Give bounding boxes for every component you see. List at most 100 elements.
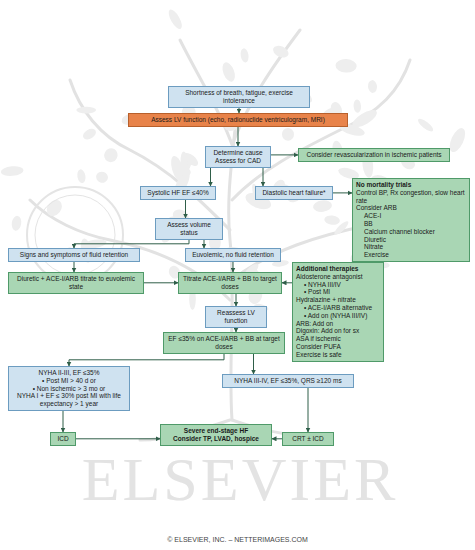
- tree-leaf: [335, 59, 357, 73]
- flow-arrow: [74, 240, 189, 248]
- flow-arrow: [63, 411, 64, 432]
- therapy-box: CRT ± ICD: [282, 432, 334, 446]
- flow-arrow: [263, 168, 264, 186]
- process-box: Assess volume status: [155, 218, 223, 240]
- criteria-box: NYHA II-III, EF ≤35%• Post MI > 40 d or•…: [8, 366, 130, 411]
- box-text: • Non ischemic > 3 mo or: [12, 385, 126, 393]
- box-text: NYHA III-IV, EF ≤35%, QRS ≥120 ms: [226, 377, 350, 385]
- process-box: Diastolic heart failure*: [255, 186, 333, 200]
- box-text: EF ≤35% on ACE-I/ARB + BB at target dose…: [167, 335, 281, 351]
- box-text: Systolic HF EF ≤40%: [144, 189, 212, 197]
- flow-arrow: [238, 127, 239, 146]
- tree-leaf: [312, 199, 332, 213]
- box-heading: Additional therapies: [296, 265, 380, 273]
- box-text: Assess volume status: [159, 221, 219, 237]
- tree-leaf: [367, 80, 377, 94]
- box-text: Calcium channel blocker: [356, 228, 466, 236]
- box-text: Assess LV function (echo, radionuclide v…: [132, 116, 344, 124]
- flow-arrow: [233, 262, 234, 272]
- tree-leaf: [166, 8, 184, 31]
- box-text: • Add on (NYHA III/IV): [296, 312, 380, 320]
- box-text: Nitrate: [356, 243, 466, 251]
- tree-leaf: [95, 170, 110, 184]
- box-text: ARB: Add on: [296, 320, 380, 328]
- therapy-box: EF ≤35% on ACE-I/ARB + BB at target dose…: [163, 332, 285, 354]
- box-text: Consider ARB: [356, 204, 466, 212]
- therapy-box: Consider revascularization in ischemic p…: [298, 148, 450, 162]
- stamp-seal: [27, 187, 123, 283]
- process-box: Determine cause Assess for CAD: [205, 146, 271, 168]
- box-text: NYHA II-III, EF ≤35%: [12, 369, 126, 377]
- stamp-seal: [35, 195, 115, 275]
- therapy-box: Additional therapiesAldosterone antagoni…: [292, 262, 384, 362]
- tree-leaf: [0, 165, 24, 177]
- flow-arrow: [74, 262, 75, 272]
- box-heading: No mortality trials: [356, 181, 466, 189]
- flow-arrow: [272, 438, 282, 439]
- process-box: Signs and symptoms of fluid retention: [8, 248, 140, 262]
- box-text: • NYHA III/IV: [296, 281, 380, 289]
- flow-arrow: [185, 200, 186, 218]
- box-text: Exercise is safe: [296, 351, 380, 359]
- tree-leaf: [180, 151, 188, 171]
- flow-arrow: [253, 354, 254, 374]
- flow-arrow: [271, 154, 298, 155]
- watermark: ELSEVIER: [40, 448, 440, 510]
- therapy-box: No mortality trialsControl BP, Rx conges…: [352, 178, 470, 262]
- tree-leaf: [240, 48, 250, 63]
- box-text: Diuretic + ACE-I/ARB titrate to euvolemi…: [12, 275, 140, 291]
- box-text: BB: [356, 220, 466, 228]
- flow-arrow: [282, 282, 292, 283]
- flow-arrow: [308, 388, 309, 432]
- tree-leaf: [102, 146, 120, 165]
- process-box: Euvolemic, no fluid retention: [185, 248, 281, 262]
- box-text: ICD: [54, 435, 72, 443]
- tree-leaf: [220, 61, 237, 84]
- flow-arrow: [204, 240, 205, 248]
- therapy-box: Titrate ACE-I/ARB + BB to target doses: [178, 272, 282, 294]
- box-text: Diastolic heart failure*: [259, 189, 329, 197]
- box-text: Severe end-stage HF: [164, 427, 268, 435]
- tree-leaf: [11, 215, 23, 231]
- box-text: Diuretic: [356, 236, 466, 244]
- box-text: Consider PUFA: [296, 343, 380, 351]
- box-text: Consider revascularization in ischemic p…: [302, 151, 446, 159]
- flow-arrow: [76, 438, 160, 439]
- flow-arrow: [333, 192, 352, 193]
- tree-leaf: [353, 99, 361, 113]
- box-text: NYHA I + EF ≤ 30% post MI with life expe…: [12, 392, 126, 408]
- box-text: Aldosterone antagonist: [296, 273, 380, 281]
- tree-leaf: [76, 107, 96, 114]
- symptom-box: Shortness of breath, fatigue, exercise i…: [168, 86, 310, 108]
- box-text: Determine cause Assess for CAD: [209, 149, 267, 165]
- box-text: Signs and symptoms of fluid retention: [12, 251, 136, 259]
- flow-arrow: [210, 168, 211, 186]
- flow-arrow: [144, 282, 178, 283]
- therapy-box: Diuretic + ACE-I/ARB titrate to euvolemi…: [8, 272, 144, 294]
- box-text: Shortness of breath, fatigue, exercise i…: [172, 89, 306, 105]
- box-text: ASA if ischemic: [296, 335, 380, 343]
- therapy-box: Severe end-stage HFConsider TP, LVAD, ho…: [160, 424, 272, 446]
- tree-leaf: [282, 128, 294, 141]
- box-text: ACE-I: [356, 212, 466, 220]
- box-text: Exercise: [356, 251, 466, 259]
- box-text: Euvolemic, no fluid retention: [189, 251, 277, 259]
- box-text: Titrate ACE-I/ARB + BB to target doses: [182, 275, 278, 291]
- therapy-box: ICD: [50, 432, 76, 446]
- tree-leaves: [0, 8, 468, 313]
- criteria-box: NYHA III-IV, EF ≤35%, QRS ≥120 ms: [222, 374, 354, 388]
- box-text: Consider TP, LVAD, hospice: [164, 435, 268, 443]
- box-text: Reassess LV function: [209, 309, 263, 325]
- tree-leaf: [76, 169, 86, 184]
- tree-leaf: [81, 127, 98, 142]
- box-text: Control BP, Rx congestion, slow heart ra…: [356, 189, 466, 205]
- tree-leaf: [324, 215, 340, 226]
- tree-leaf: [271, 44, 290, 60]
- box-text: Digoxin: Add on for sx: [296, 327, 380, 335]
- flow-arrow: [236, 294, 237, 306]
- process-box: Systolic HF EF ≤40%: [140, 186, 216, 200]
- flow-arrow: [69, 354, 224, 366]
- copyright-note: © ELSEVIER, INC. – NETTERIMAGES.COM: [0, 536, 475, 543]
- box-text: • Post MI: [296, 288, 380, 296]
- box-text: Hydralazine + nitrate: [296, 296, 380, 304]
